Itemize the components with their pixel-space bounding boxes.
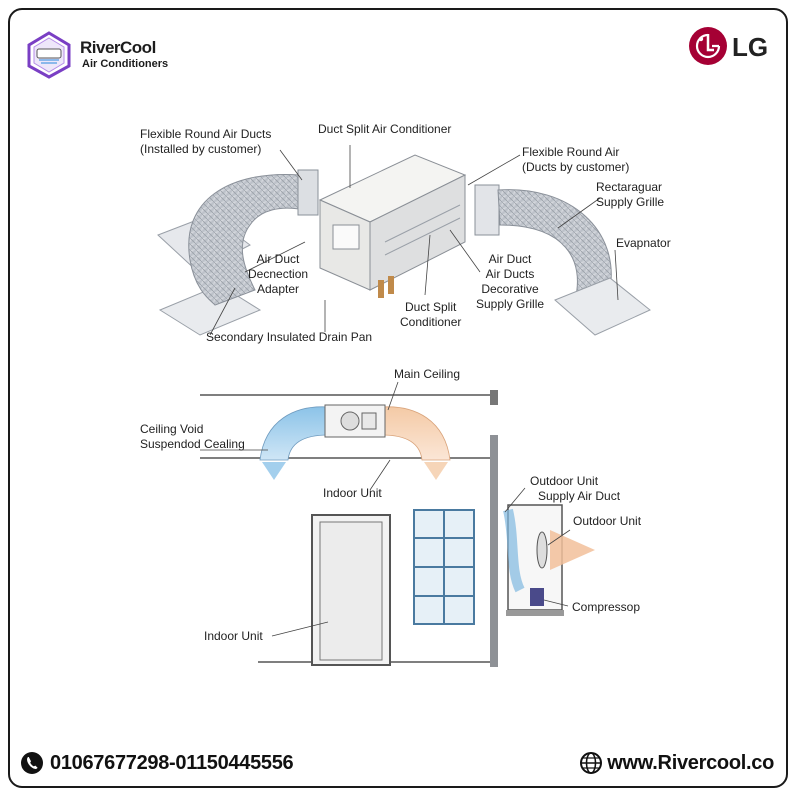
rivercool-logo: RiverCool Air Conditioners <box>24 30 184 80</box>
label-indoor-unit-room: Indoor Unit <box>204 629 263 643</box>
lg-logo-icon <box>689 27 727 65</box>
label-duct-split-ac: Duct Split Air Conditioner <box>318 122 452 136</box>
page-frame: RiverCool Air Conditioners LG <box>8 8 788 788</box>
label-adapter-line1: Air Duct <box>256 252 300 266</box>
label-air-duct-adapter: Air Duct Decnection Adapter <box>248 252 308 297</box>
label-rect-supply-grille: Rectaraguar Supply Grille <box>596 180 664 210</box>
brand-subtitle: Air Conditioners <box>82 58 169 70</box>
label-flexible-ducts-right: Flexible Round Air (Ducts by customer) <box>522 145 629 175</box>
lg-wordmark: LG <box>732 32 769 62</box>
label-flexible-ducts-left-line2: (Installed by customer) <box>140 142 262 156</box>
top-leader-lines <box>209 145 619 336</box>
room-window <box>413 509 475 625</box>
label-ceiling-void: Ceiling Void Suspendod Cealing <box>140 422 245 452</box>
room-door <box>311 514 391 666</box>
label-outdoor-supply-line2: Supply Air Duct <box>538 489 621 503</box>
label-decor-line1: Air Duct <box>488 252 532 266</box>
label-decor-line3: Decorative <box>481 282 539 296</box>
label-dsc-line1: Duct Split <box>405 300 457 314</box>
label-ceiling-void-line2: Suspendod Cealing <box>140 437 245 451</box>
label-rect-grille-line2: Supply Grille <box>596 195 665 209</box>
indoor-duct-system <box>259 404 451 480</box>
duct-split-unit <box>318 154 467 298</box>
label-flexible-ducts-right-line2: (Ducts by customer) <box>522 160 630 174</box>
label-evaporator: Evapnator <box>616 236 671 250</box>
label-indoor-unit-top: Indoor Unit <box>323 486 382 500</box>
bottom-leader-lines <box>200 381 571 637</box>
label-decorative-grille: Air Duct Air Ducts Decorative Supply Gri… <box>476 252 544 312</box>
diagram-canvas <box>157 145 651 667</box>
exterior-wall <box>490 435 498 667</box>
label-decor-line4: Supply Grille <box>476 297 545 311</box>
label-duct-split-conditioner: Duct Split Conditioner <box>400 300 461 330</box>
phone-icon <box>21 752 43 774</box>
left-flexible-duct <box>188 169 319 306</box>
label-flexible-ducts-left-line1: Flexible Round Air Ducts <box>140 127 272 141</box>
outdoor-unit <box>503 504 595 616</box>
label-main-ceiling: Main Ceiling <box>394 367 461 381</box>
label-decor-line2: Air Ducts <box>485 267 535 281</box>
label-adapter-line3: Adapter <box>257 282 300 296</box>
footer-phone[interactable]: 01067677298-01150445556 <box>20 748 294 778</box>
label-rect-grille-line1: Rectaraguar <box>596 180 663 194</box>
label-ceiling-void-line1: Ceiling Void <box>140 422 204 436</box>
label-adapter-line2: Decnection <box>248 267 309 281</box>
label-dsc-line2: Conditioner <box>400 315 462 329</box>
right-flexible-duct <box>474 184 651 336</box>
label-flexible-ducts-left: Flexible Round Air Ducts (Installed by c… <box>140 127 271 157</box>
footer-phone-numbers: 01067677298-01150445556 <box>50 751 294 774</box>
brand-name: RiverCool <box>80 38 156 57</box>
lg-logo: LG <box>686 24 776 70</box>
label-drain-pan: Secondary Insulated Drain Pan <box>206 330 373 344</box>
ceiling-post <box>490 390 498 405</box>
label-compressor: Compressop <box>572 600 641 614</box>
label-outdoor-unit: Outdoor Unit <box>573 514 642 528</box>
globe-icon <box>580 752 603 774</box>
label-outdoor-supply-duct: Outdoor Unit Supply Air Duct <box>530 474 620 504</box>
rivercool-logo-icon <box>27 31 71 79</box>
footer-website-url: www.Rivercool.co <box>607 751 774 774</box>
label-flexible-ducts-right-line1: Flexible Round Air <box>522 145 620 159</box>
label-outdoor-supply-line1: Outdoor Unit <box>530 474 599 488</box>
footer-website[interactable]: www.Rivercool.co <box>579 748 774 778</box>
